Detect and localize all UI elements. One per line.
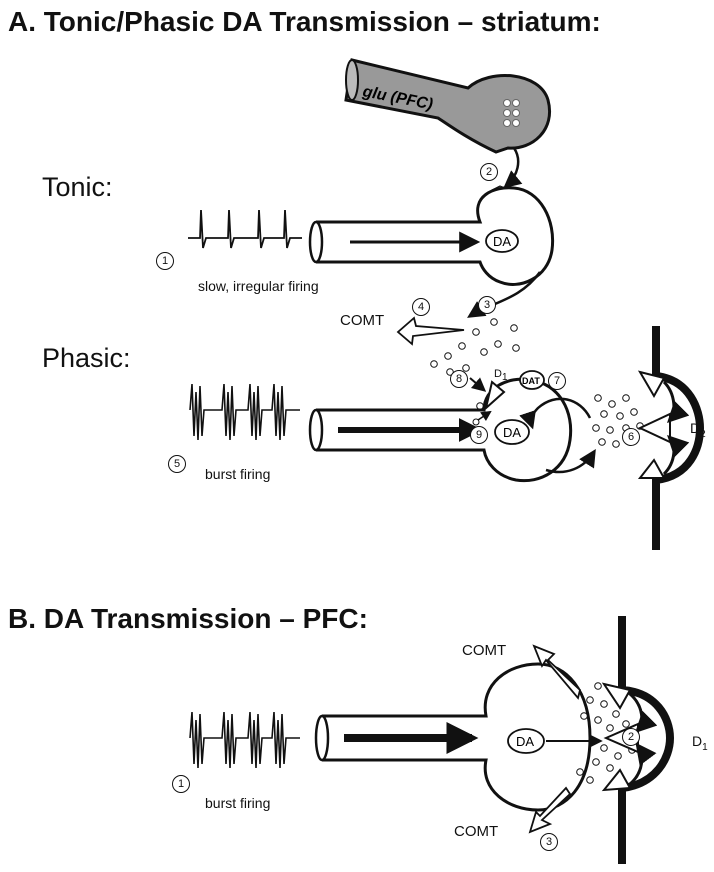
tonic-da-label: DA <box>493 234 511 249</box>
section-b-title: B. DA Transmission – PFC: <box>8 603 368 634</box>
comt-arrow-a <box>396 316 465 346</box>
marker-b3: 3 <box>540 833 558 851</box>
pfc-caption: burst firing <box>205 795 271 811</box>
d1-main: D <box>494 368 502 380</box>
dat-label: DAT <box>522 376 540 386</box>
comt-label-a: COMT <box>340 312 385 329</box>
reuptake-arrow <box>519 397 592 430</box>
extracellular-dopamine <box>430 318 520 410</box>
tonic-axon <box>316 186 555 286</box>
tonic-caption: slow, irregular firing <box>198 278 319 294</box>
da-release-arrow <box>467 271 542 318</box>
tonic-spike-trace <box>188 209 302 249</box>
marker-1: 1 <box>156 252 174 270</box>
d2-label: D2 <box>690 420 706 440</box>
marker-4: 4 <box>412 298 430 316</box>
marker-5: 5 <box>168 455 186 473</box>
autoreceptor-d2 <box>484 380 506 411</box>
autoreceptor-arrow-8 <box>469 377 487 392</box>
d2-sub: 2 <box>700 428 706 440</box>
comt-arrow-b-top <box>532 644 582 700</box>
postsynaptic-membrane-a <box>637 326 705 550</box>
comt-label-b-bottom: COMT <box>454 823 499 840</box>
phasic-spike-trace <box>189 383 300 441</box>
d1-b-main: D <box>692 733 703 749</box>
glu-arrow <box>503 147 523 189</box>
phasic-da-label: DA <box>503 425 521 440</box>
marker-b1: 1 <box>172 775 190 793</box>
glu-vesicles <box>503 99 520 127</box>
pfc-spike-trace <box>189 711 300 769</box>
marker-9: 9 <box>470 426 488 444</box>
section-a-title: A. Tonic/Phasic DA Transmission – striat… <box>8 6 601 37</box>
d1-label-b: D1 <box>692 733 708 753</box>
d1-sub: 1 <box>501 372 508 384</box>
marker-6: 6 <box>622 428 640 446</box>
marker-3: 3 <box>478 296 496 314</box>
marker-2: 2 <box>480 163 498 181</box>
marker-b2: 2 <box>622 728 640 746</box>
d1-b-sub: 1 <box>702 741 708 753</box>
phasic-caption: burst firing <box>205 466 271 482</box>
glu-axon: glu (PFC) <box>344 58 551 154</box>
marker-8: 8 <box>450 370 468 388</box>
dat-transporter <box>519 370 545 390</box>
pfc-da-label: DA <box>516 734 534 749</box>
release-arrow-phasic <box>545 449 596 474</box>
comt-label-b-top: COMT <box>462 642 507 659</box>
phasic-label: Phasic: <box>42 343 131 373</box>
autoreceptor-arrow-9 <box>477 410 492 422</box>
marker-7: 7 <box>548 372 566 390</box>
comt-arrow-b-bottom <box>528 786 572 834</box>
d2-main: D <box>690 420 701 436</box>
d1-autoreceptor-label: D1 <box>494 368 508 383</box>
tonic-label: Tonic: <box>42 172 113 202</box>
